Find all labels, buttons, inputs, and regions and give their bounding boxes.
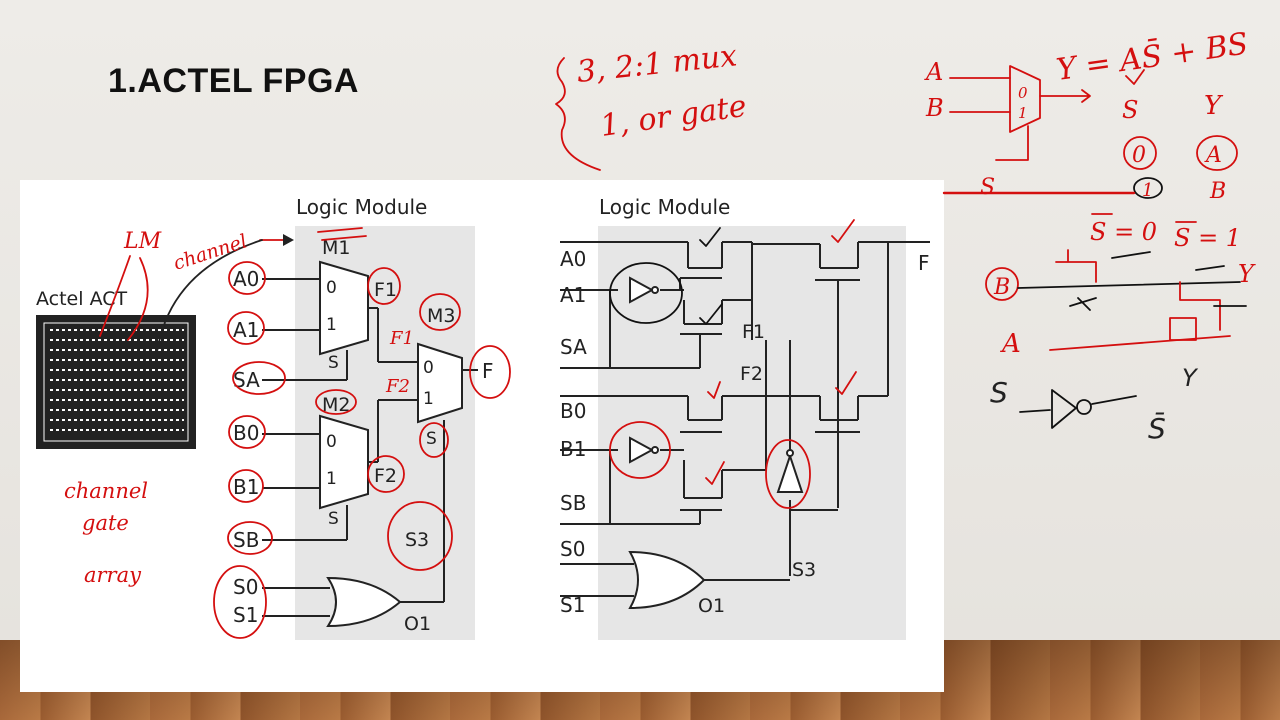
lm-annotation: LM — [123, 229, 162, 254]
inverter-output-y: Y — [1182, 364, 1199, 392]
equation: Y = AS̄ + BS — [1054, 25, 1250, 88]
label-a1-left: A1 — [233, 318, 259, 342]
m2-label: M2 — [322, 394, 350, 416]
gate-word: gate — [82, 511, 129, 535]
m3-port-s: S — [426, 429, 437, 449]
table-row1-y: B — [1209, 179, 1226, 204]
left-figure: Logic Module Actel ACT A0 A1 SA B0 B1 SB… — [36, 195, 494, 640]
table-s-header: S — [1122, 96, 1138, 124]
mux-m2 — [319, 414, 369, 510]
s3-label-right: S3 — [792, 559, 816, 581]
logic-module-title-left: Logic Module — [296, 195, 427, 219]
label-b0-right: B0 — [560, 399, 586, 423]
actel-chip — [36, 315, 196, 449]
o1-label-left: O1 — [404, 613, 431, 635]
or-gate-left — [326, 576, 402, 628]
mux-port-0: 0 — [1018, 84, 1028, 102]
label-sa-left: SA — [233, 368, 260, 392]
table-row0-s: 0 — [1132, 143, 1146, 168]
f2-label-right: F2 — [740, 363, 763, 385]
s3-label-left: S3 — [405, 529, 429, 551]
mux-input-a: A — [924, 58, 943, 86]
channel-word: channel — [64, 479, 148, 503]
brace-line-2: 1, or gate — [598, 89, 748, 144]
table-y-header: Y — [1204, 91, 1224, 121]
inverter-b — [629, 436, 655, 464]
f1-annotation: F1 — [389, 328, 414, 349]
right-figure: Logic Module A0 A1 SA B0 B1 SB S0 S1 — [560, 195, 930, 640]
label-b1-left: B1 — [233, 475, 259, 499]
m1-port-s: S — [328, 353, 339, 373]
inverter-output-s-bar: S̄ — [1148, 411, 1166, 445]
switch-output-y: Y — [1238, 260, 1256, 288]
brace-line-1: 3, 2:1 mux — [575, 38, 739, 90]
o1-label-right: O1 — [698, 595, 725, 617]
label-s1-left: S1 — [233, 603, 258, 627]
f-output-right: F — [918, 251, 930, 275]
switch-input-b: B — [993, 275, 1010, 300]
m1-port-0: 0 — [326, 278, 337, 298]
table-row1-s: 1 — [1142, 180, 1153, 201]
f2-label-left: F2 — [374, 465, 397, 487]
condition-s1: S = 1 — [1174, 224, 1241, 252]
mux-m1 — [319, 260, 369, 356]
f1-label-left: F1 — [374, 279, 397, 301]
label-s0-left: S0 — [233, 575, 258, 599]
m1-port-1: 1 — [326, 315, 337, 335]
m3-label: M3 — [427, 305, 455, 327]
chip-label: Actel ACT — [36, 288, 127, 310]
slide-title: 1.ACTEL FPGA — [108, 62, 359, 100]
m3-port-0: 0 — [423, 358, 434, 378]
logic-module-title-right: Logic Module — [599, 195, 730, 219]
f2-annotation: F2 — [385, 376, 410, 397]
mux-m3 — [417, 342, 463, 424]
label-sb-right: SB — [560, 491, 586, 515]
table-row0-y: A — [1204, 143, 1222, 168]
mux-input-b: B — [925, 94, 944, 122]
label-a0-right: A0 — [560, 247, 586, 271]
m3-port-1: 1 — [423, 389, 434, 409]
m2-port-s: S — [328, 509, 339, 529]
m1-label: M1 — [322, 237, 350, 259]
m2-port-1: 1 — [326, 469, 337, 489]
label-b0-left: B0 — [233, 421, 259, 445]
label-s0-right: S0 — [560, 537, 585, 561]
s-line-label: S — [980, 175, 995, 200]
label-sa-right: SA — [560, 335, 587, 359]
inverter-input-s: S — [990, 376, 1008, 409]
right-wires — [560, 241, 930, 597]
label-a0-left: A0 — [233, 267, 259, 291]
inverter-a — [629, 276, 655, 304]
or-gate-right — [628, 550, 706, 610]
f1-label-right: F1 — [742, 321, 765, 343]
label-a1-right: A1 — [560, 283, 586, 307]
array-word: array — [84, 563, 142, 587]
m2-port-0: 0 — [326, 432, 337, 452]
condition-s0: S = 0 — [1090, 218, 1157, 246]
label-sb-left: SB — [233, 528, 259, 552]
switch-input-a: A — [1000, 329, 1021, 359]
f-output-left: F — [482, 359, 494, 383]
mux-port-1: 1 — [1018, 104, 1028, 122]
inverter-s3 — [776, 452, 804, 493]
